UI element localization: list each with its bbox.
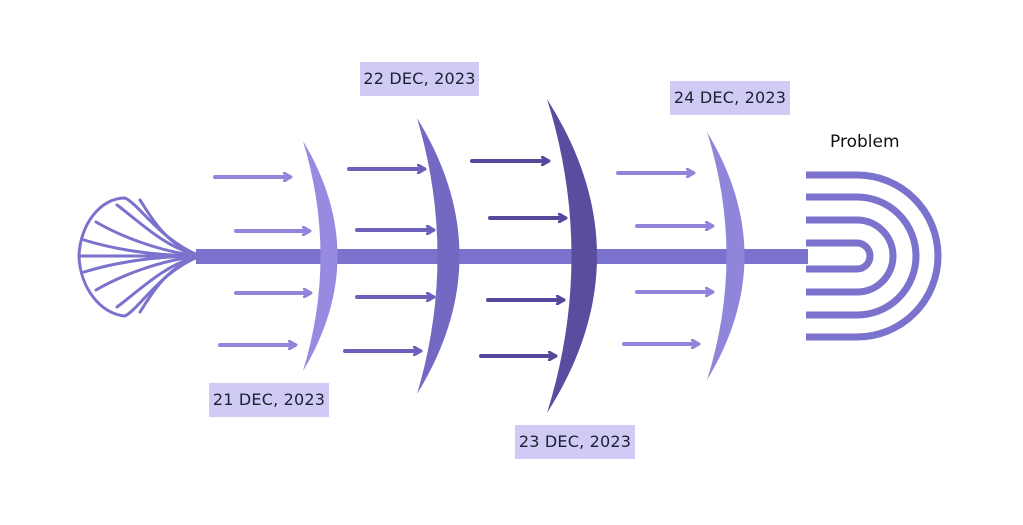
arrows-group-1 [213,177,310,345]
fish-head [806,171,942,341]
fish-spine [196,249,808,264]
rib-3 [547,99,597,413]
date-label-3: 23 DEC, 2023 [515,425,635,459]
problem-label: Problem [830,132,900,152]
date-label-2: 22 DEC, 2023 [360,62,479,96]
date-label-1: 21 DEC, 2023 [209,383,329,417]
rib-2 [417,118,460,394]
rib-1 [303,141,338,371]
rib-4 [707,132,745,380]
arrows-group-4 [616,173,712,344]
fish-tail [77,196,205,318]
date-label-4: 24 DEC, 2023 [670,81,790,115]
arrows-group-3 [470,161,565,356]
arrows-group-2 [343,169,433,351]
